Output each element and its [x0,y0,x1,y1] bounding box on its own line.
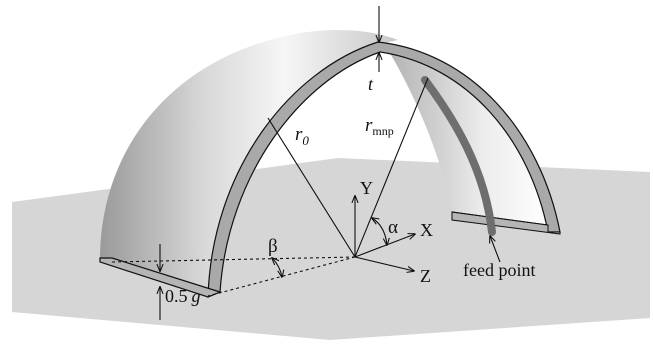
z-axis-label: Z [420,266,431,286]
r0-subscript: 0 [302,133,309,148]
rmnp-line [354,77,429,258]
alpha-arc [372,218,387,245]
feed-leader [490,236,501,263]
base-dash-1 [111,256,356,263]
gap-variable: g [192,286,201,306]
beta-arc [272,258,282,277]
rmnp-subscript: mnp [372,124,393,138]
r0-label: r0 [295,124,309,148]
dome-outer-shell [100,30,398,297]
t-label: t [368,74,374,94]
y-axis-label: Y [360,178,373,198]
dome-inner-surface [385,45,548,228]
alpha-label: α [388,217,398,238]
base-dash-2 [207,256,356,297]
x-axis-label: X [420,220,433,240]
rmnp-symbol: r [365,115,373,136]
beta-label: β [268,236,278,257]
rmnp-label: rmnp [365,115,394,138]
r0-line [267,117,356,258]
gap-number: 0.5 [165,286,188,306]
z-axis [354,256,414,271]
feed-strip [421,76,496,236]
feed-point-label: feed point [463,260,535,280]
r0-symbol: r [295,124,303,145]
